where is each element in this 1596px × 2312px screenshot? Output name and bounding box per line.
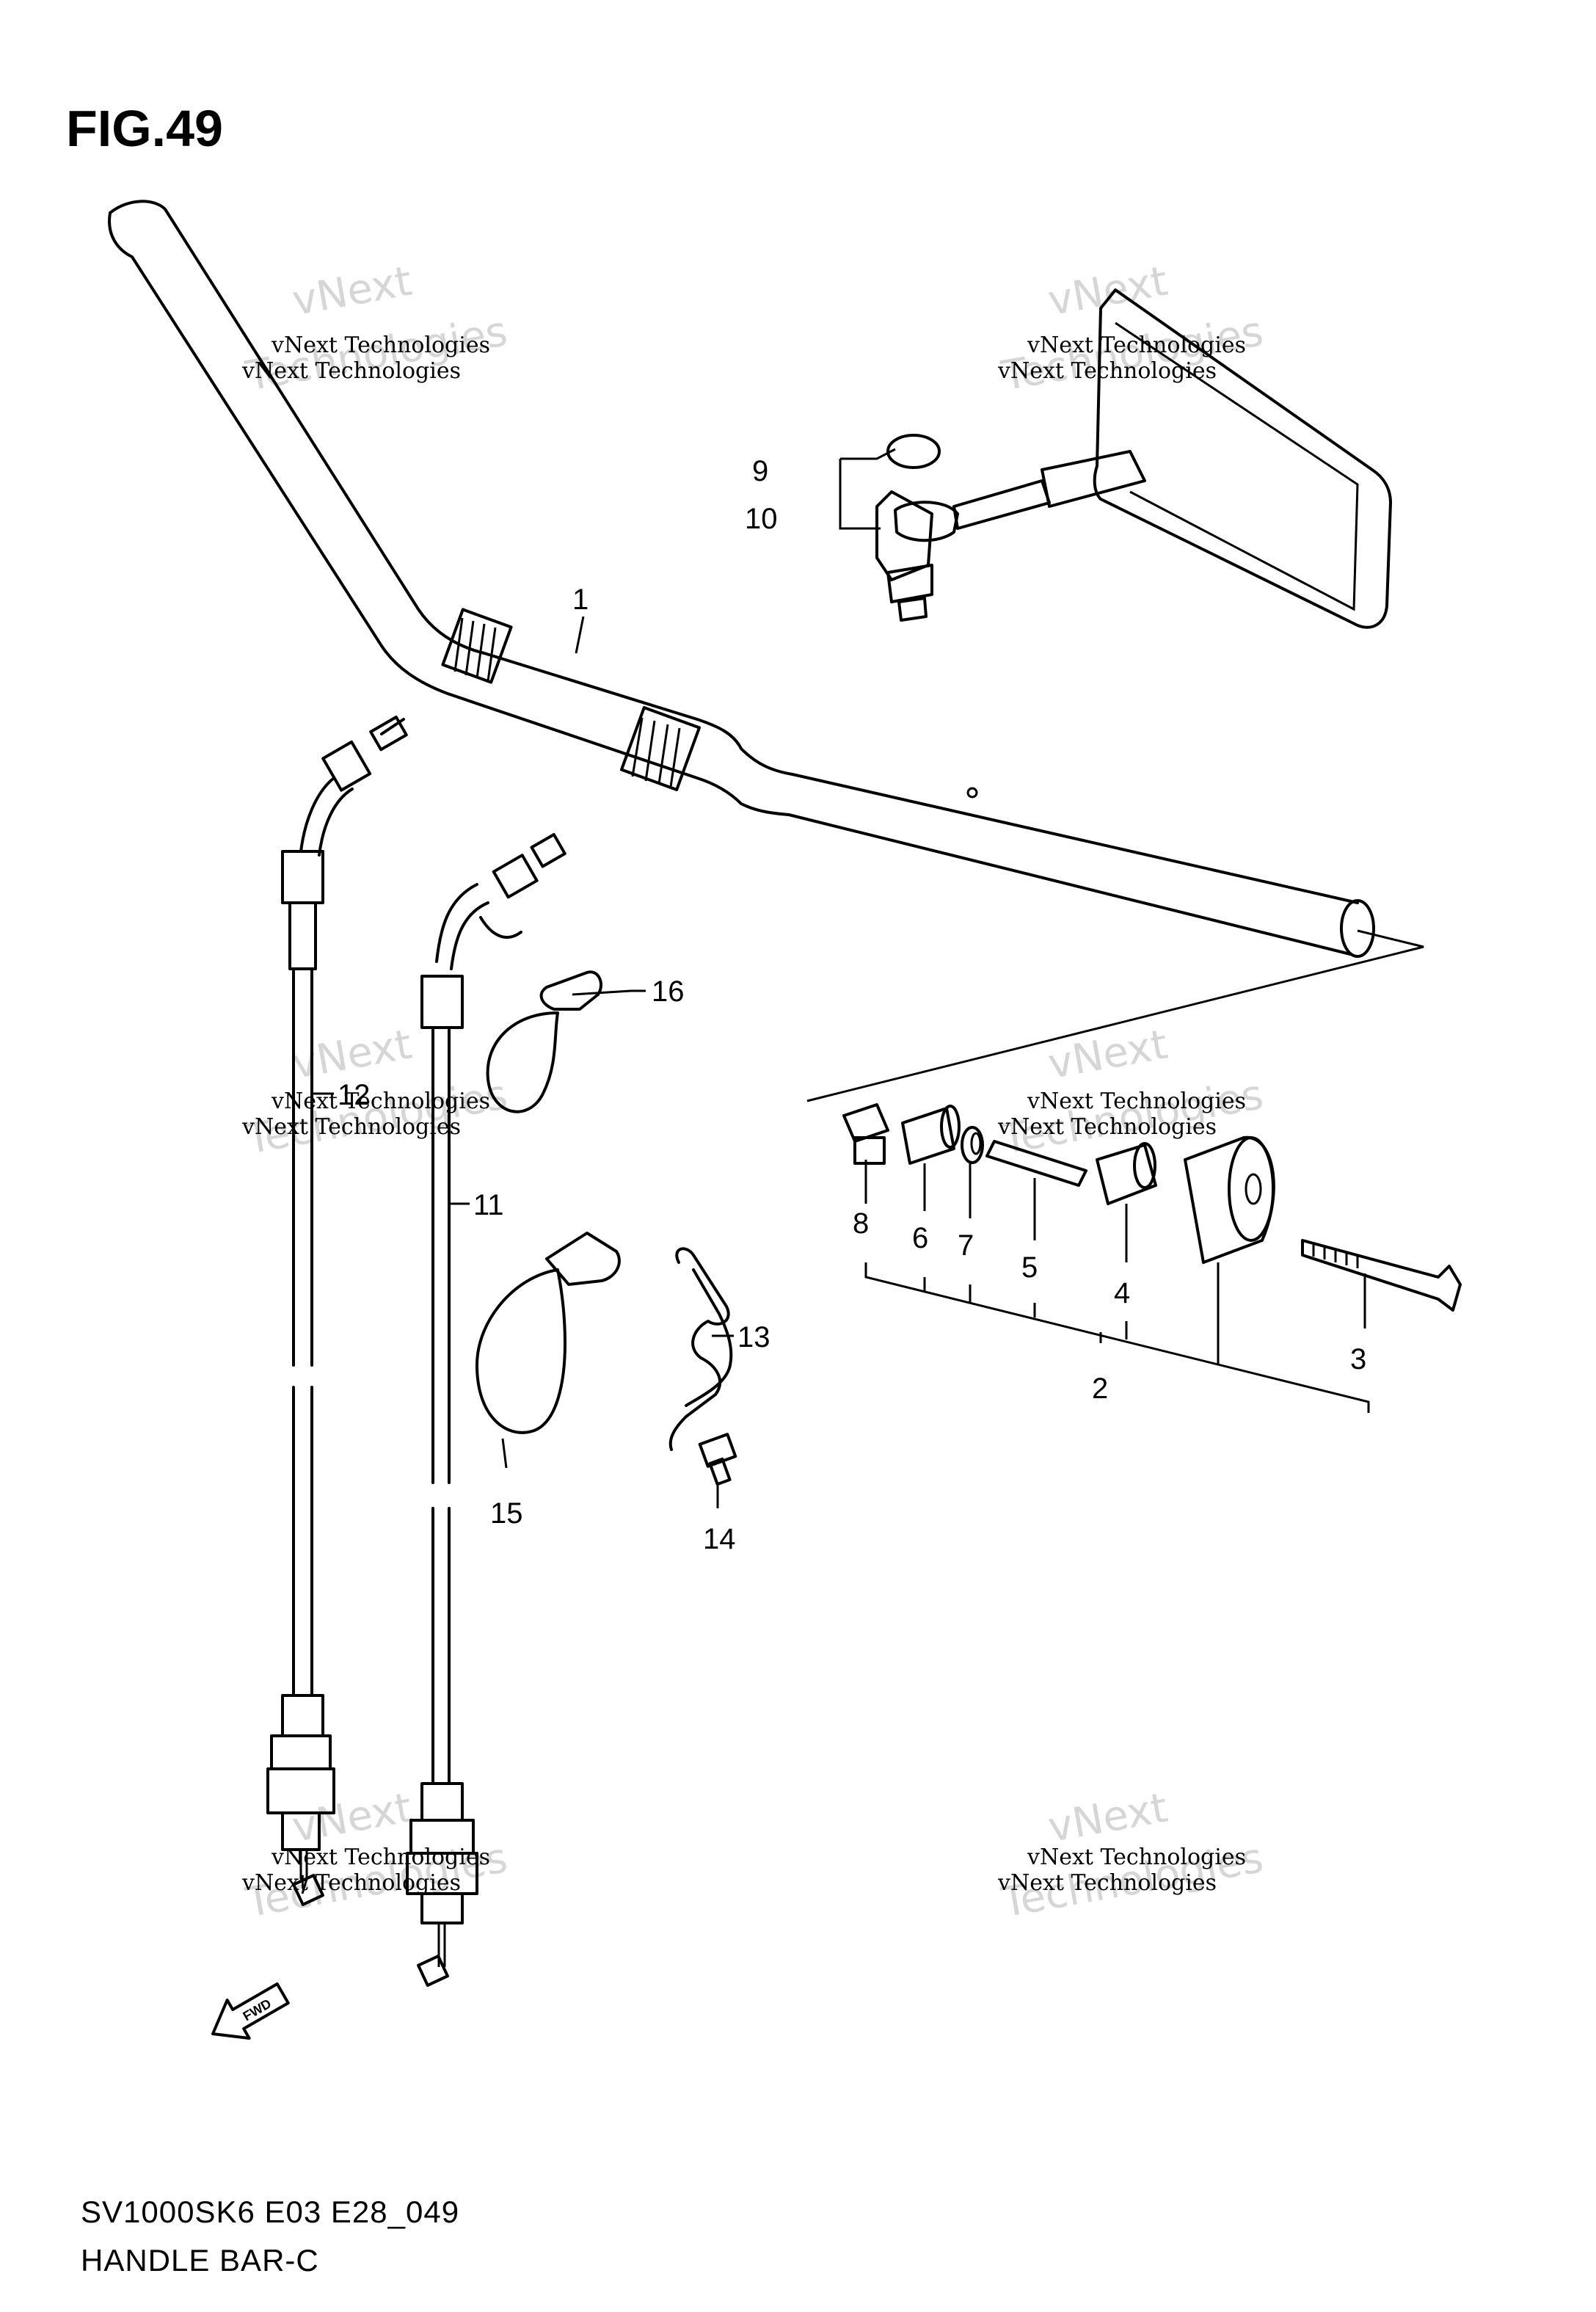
leader-9-10 — [839, 448, 896, 530]
callout-7: 7 — [958, 1229, 974, 1262]
cable-12 — [266, 716, 408, 1906]
watermark-small-3: vNext Technologies — [271, 1088, 490, 1114]
callout-6: 6 — [912, 1222, 928, 1254]
callout-1: 1 — [572, 584, 589, 616]
diagram-code: SV1000SK6 E03 E28_049 — [81, 2195, 460, 2229]
watermark-big-top-5: vNext — [289, 1784, 415, 1852]
balancer-part-6 — [901, 1105, 961, 1211]
balancer-bolt-3 — [1301, 1239, 1462, 1328]
watermark-small-5b: vNext Technologies — [241, 1870, 461, 1896]
balancer-weight — [1184, 1135, 1275, 1365]
callout-8: 8 — [853, 1207, 869, 1240]
watermark-small-2b: vNext Technologies — [997, 358, 1217, 384]
callout-11: 11 — [473, 1189, 504, 1221]
watermark-big-top-6: vNext — [1045, 1784, 1171, 1852]
screw-14 — [698, 1433, 737, 1486]
mirror — [875, 288, 1392, 629]
clip-13 — [668, 1247, 734, 1451]
watermark-small-4b: vNext Technologies — [997, 1114, 1217, 1140]
leader-1 — [575, 616, 585, 654]
callout-3: 3 — [1350, 1343, 1366, 1375]
watermark-small-4: vNext Technologies — [1027, 1088, 1246, 1114]
leader-bracket-2 — [864, 1262, 1370, 1413]
balancer-part-5 — [985, 1140, 1087, 1240]
watermark-big-top-4: vNext — [1045, 1021, 1171, 1088]
watermark-4: vNext Technologies — [998, 1021, 1267, 1164]
callout-14: 14 — [703, 1523, 736, 1555]
balancer-part-7 — [961, 1126, 984, 1218]
handlebar — [108, 200, 1424, 1102]
watermark-small-6: vNext Technologies — [1027, 1844, 1246, 1870]
watermark-3: vNext Technologies — [242, 1021, 511, 1164]
callout-2: 2 — [1092, 1373, 1108, 1405]
balancer-part-4 — [1096, 1142, 1157, 1262]
callout-16: 16 — [652, 975, 685, 1008]
callout-5: 5 — [1021, 1251, 1038, 1284]
callout-9: 9 — [752, 455, 768, 487]
diagram-name: HANDLE BAR-C — [81, 2243, 319, 2278]
figure-title: FIG.49 — [66, 100, 223, 157]
watermark-small-1: vNext Technologies — [271, 332, 490, 358]
cable-11 — [406, 833, 566, 1987]
watermark-big-top: vNext — [289, 258, 415, 325]
balancer-part-8 — [842, 1103, 889, 1204]
clamp-15 — [475, 1232, 621, 1469]
watermark-small-6b: vNext Technologies — [997, 1870, 1217, 1896]
watermark-small-1b: vNext Technologies — [241, 358, 461, 384]
watermark-small-3b: vNext Technologies — [241, 1114, 461, 1140]
fwd-arrow-icon: FWD — [211, 1982, 290, 2040]
callout-15: 15 — [490, 1497, 523, 1530]
callout-10: 10 — [745, 503, 778, 535]
callout-13: 13 — [737, 1321, 770, 1353]
callout-12: 12 — [338, 1079, 371, 1111]
callout-4: 4 — [1114, 1277, 1130, 1309]
clamp-16 — [486, 970, 632, 1113]
